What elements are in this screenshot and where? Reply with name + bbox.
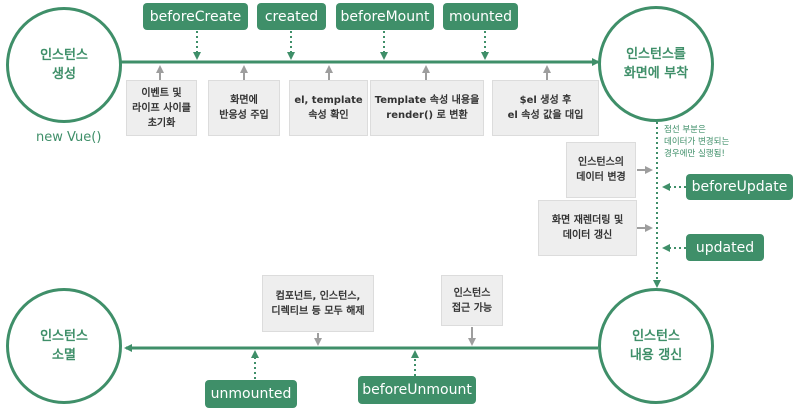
step-rerender: 화면 재렌더링 및 데이터 갱신	[538, 200, 637, 256]
step-el-template: el, template 속성 확인	[289, 80, 368, 136]
state-create: 인스턴스 생성	[6, 7, 122, 123]
hook-before-mount: beforeMount	[336, 3, 434, 30]
hook-before-update: beforeUpdate	[686, 174, 793, 200]
hook-before-create: beforeCreate	[143, 3, 248, 30]
step-el-replace: $el 생성 후 el 속성 값을 대입	[492, 80, 599, 136]
new-vue-label: new Vue()	[36, 130, 102, 145]
step-reactivity: 화면에 반응성 주입	[208, 80, 280, 136]
state-update: 인스턴스 내용 갱신	[598, 288, 714, 404]
step-access: 인스턴스 접근 가능	[441, 275, 503, 326]
hook-updated: updated	[686, 234, 764, 261]
step-render: Template 속성 내용을 render() 로 변환	[370, 80, 484, 136]
hook-unmounted: unmounted	[205, 380, 297, 408]
step-teardown: 컴포넌트, 인스턴스, 디렉티브 등 모두 해제	[262, 275, 374, 332]
update-note: 점선 부분은 데이터가 변경되는 경우에만 실행됨!	[664, 125, 730, 159]
hook-created: created	[257, 3, 326, 30]
hook-before-unmount: beforeUnmount	[358, 376, 476, 404]
hook-mounted: mounted	[443, 3, 518, 30]
state-destroy: 인스턴스 소멸	[6, 288, 122, 404]
step-events-init: 이벤트 및 라이프 사이클 초기화	[126, 80, 197, 136]
state-mount: 인스턴스를 화면에 부착	[598, 6, 714, 122]
step-data-change: 인스턴스의 데이터 변경	[566, 142, 636, 198]
